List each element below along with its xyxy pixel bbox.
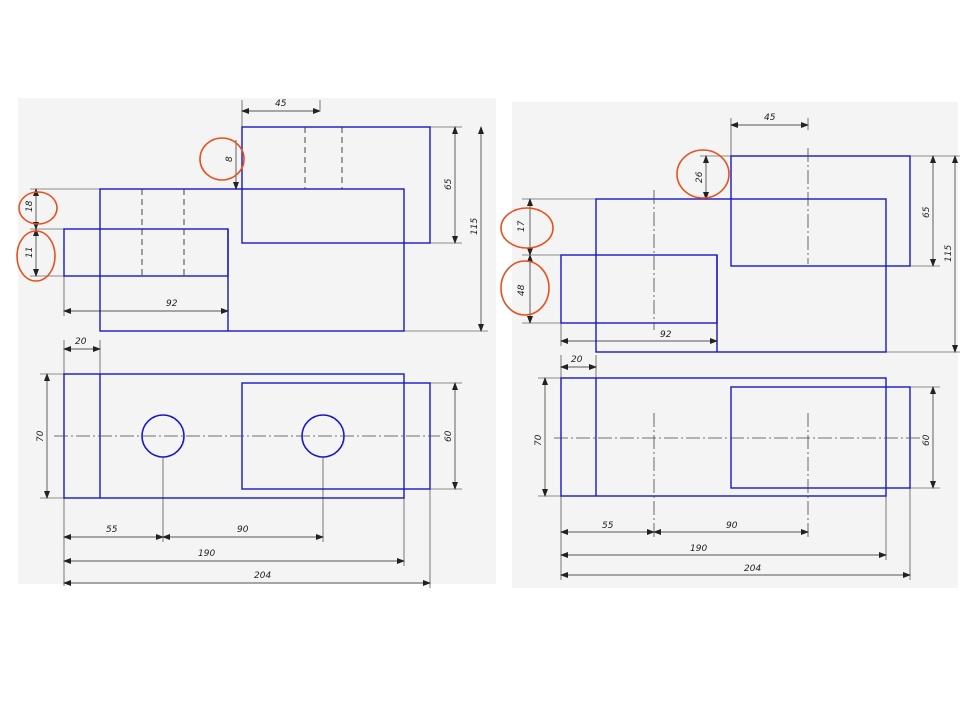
left-front-dimensions: 45 8 18 11 65 115 92 [25,99,488,332]
dim-right-outer: 115 [944,245,954,262]
dim-right-inner: 65 [922,206,932,218]
left-sheet-background [18,98,496,584]
highlight-circle [676,149,730,199]
dim-bottom-width: 92 [660,330,672,340]
dim-hole-spacing: 90 [237,525,249,535]
dim-left-lower: 48 [517,284,527,296]
right-sheet-background [512,102,958,588]
dim-left-lower: 11 [25,247,35,258]
right-top-dimensions: 20 70 60 55 90 190 204 [534,355,940,580]
dim-step-top: 8 [225,156,235,162]
dim-right-inner: 65 [444,178,454,190]
dim-left-upper: 18 [25,200,35,212]
left-main-body [99,188,405,332]
dim-bottom-width: 92 [166,299,178,309]
right-top-view [554,377,920,540]
dim-height-right: 60 [444,430,454,442]
dim-right-outer: 115 [470,218,480,235]
highlight-circle [18,191,58,225]
dim-left-flange: 20 [75,337,87,347]
highlight-circle [500,207,554,249]
left-highlight-marks [16,137,245,282]
dim-height-right: 60 [922,434,932,446]
right-highlight-marks [500,149,730,316]
dim-top-width: 45 [275,99,287,109]
right-main-body [595,198,887,353]
dim-left-upper: 17 [517,220,527,232]
right-plan-body [560,377,887,497]
left-top-view [54,373,440,499]
dim-height-left: 70 [534,434,544,446]
dim-hole1: 55 [106,525,118,535]
dim-top-width: 45 [764,113,776,123]
dim-total-outer: 204 [744,564,761,574]
dim-step-top: 26 [695,171,705,183]
right-upper-block [730,155,911,267]
right-plan-upper-block [730,386,911,489]
left-top-dimensions: 20 70 60 55 90 190 204 [36,337,462,588]
highlight-circle [16,230,56,282]
left-upper-block [241,126,431,244]
dim-left-flange: 20 [571,355,583,365]
highlight-circle [199,137,245,181]
dim-hole-spacing: 90 [726,521,738,531]
dim-total-inner: 190 [198,549,215,559]
highlight-circle [500,260,550,316]
dim-total-outer: 204 [254,571,271,581]
dim-total-inner: 190 [690,544,707,554]
dim-height-left: 70 [36,430,46,442]
right-front-dimensions: 45 26 17 48 65 115 92 [517,113,960,353]
right-front-view [560,148,911,353]
dim-hole1: 55 [602,521,614,531]
